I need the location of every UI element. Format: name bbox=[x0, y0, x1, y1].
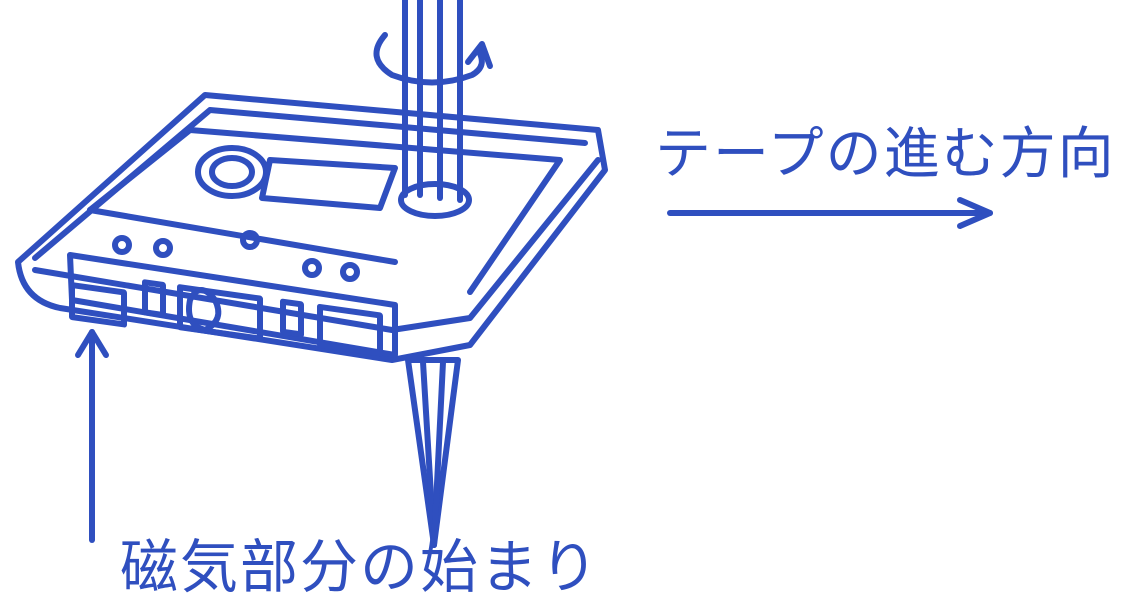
right-arrow-icon bbox=[667, 197, 993, 229]
tape-window bbox=[259, 157, 398, 211]
tape-direction-label: テープの進む方向 bbox=[655, 122, 1116, 187]
magnetic-start-label: 磁気部分の始まり bbox=[120, 533, 601, 601]
rotation-arrow-icon bbox=[373, 32, 493, 86]
cassette-tape-illustration bbox=[15, 92, 608, 363]
pencil-icon bbox=[402, 0, 463, 548]
up-arrow-icon bbox=[75, 329, 109, 543]
pencil-hole bbox=[398, 181, 472, 219]
